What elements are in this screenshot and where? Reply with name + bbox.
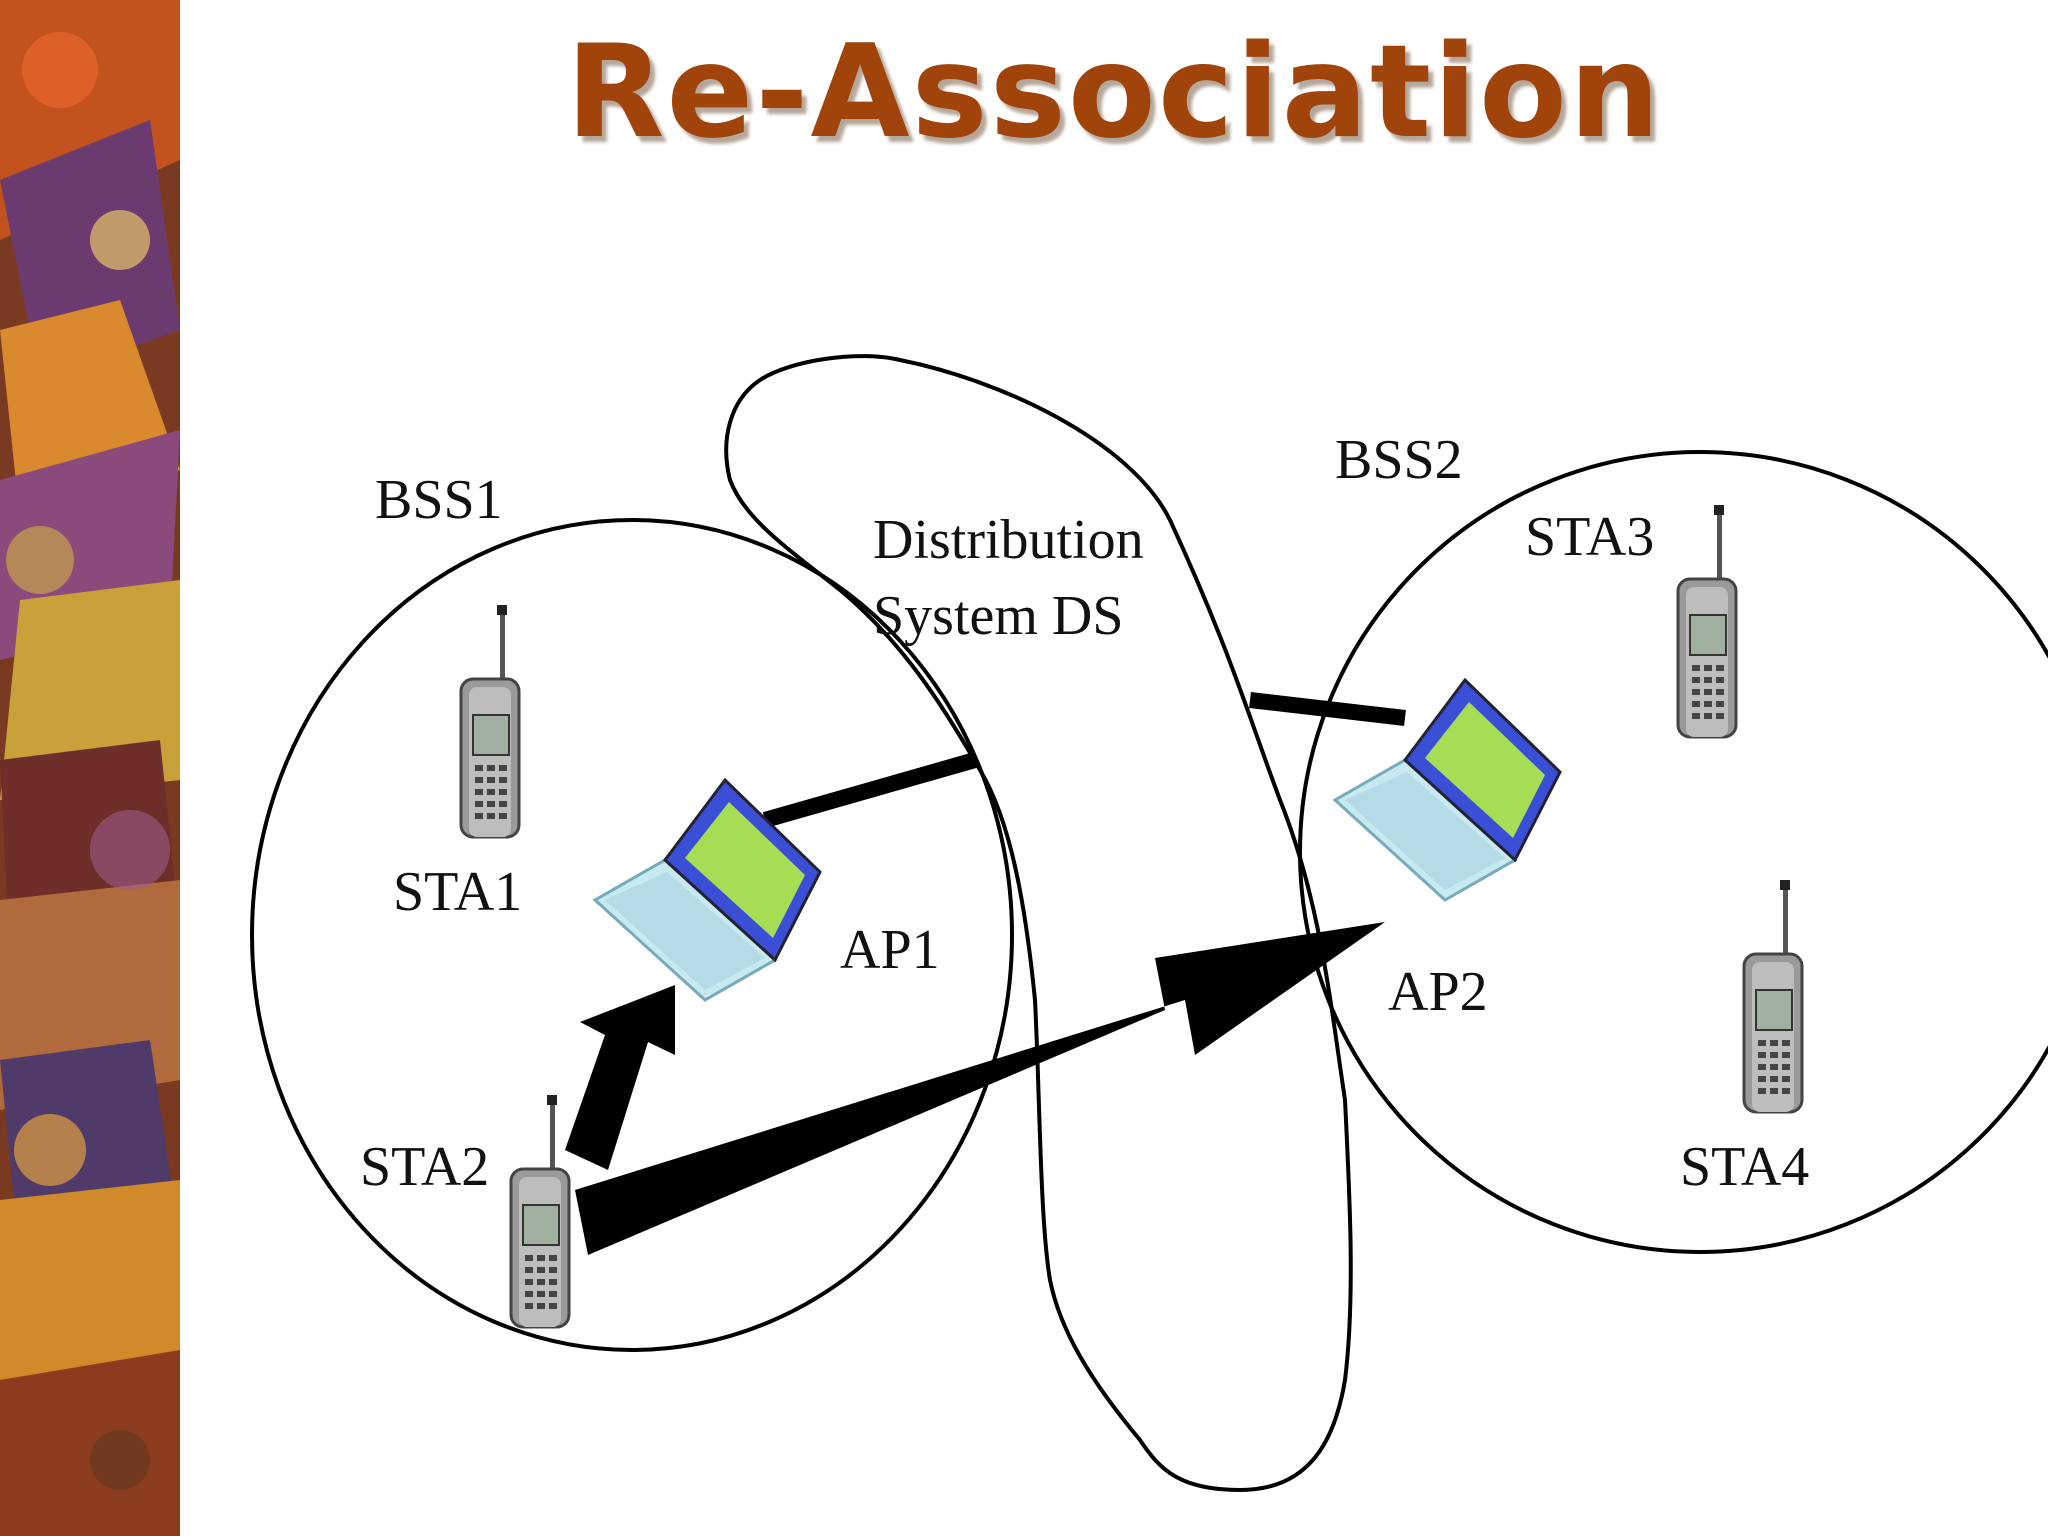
ap2-ds-link	[1249, 692, 1406, 726]
arrow-sta2-to-ap1	[565, 985, 675, 1170]
phone-icon	[459, 603, 521, 839]
bss2-label: BSS2	[1335, 429, 1463, 491]
bss1-circle	[250, 518, 1014, 1352]
decorative-side-strip	[0, 0, 180, 1536]
ap2-label: AP2	[1388, 961, 1488, 1023]
phone-icon	[509, 1093, 571, 1329]
sta3-label: STA3	[1525, 506, 1654, 568]
ds-label-line2: System DS	[873, 585, 1124, 647]
ap1-ds-link	[762, 752, 978, 828]
phone-icon	[1742, 878, 1804, 1114]
distribution-system-outline	[724, 354, 1353, 1493]
phone-icon	[1676, 503, 1738, 739]
bss1-label: BSS1	[375, 469, 503, 531]
ds-label-line1: Distribution	[873, 509, 1144, 571]
ap1-label: AP1	[840, 919, 940, 981]
sta2-label: STA2	[360, 1136, 489, 1198]
slide-title: Re-Association	[565, 18, 1663, 167]
arrow-sta2-to-ap2	[575, 922, 1385, 1255]
sta4-label: STA4	[1680, 1136, 1809, 1198]
sta1-label: STA1	[393, 861, 522, 923]
